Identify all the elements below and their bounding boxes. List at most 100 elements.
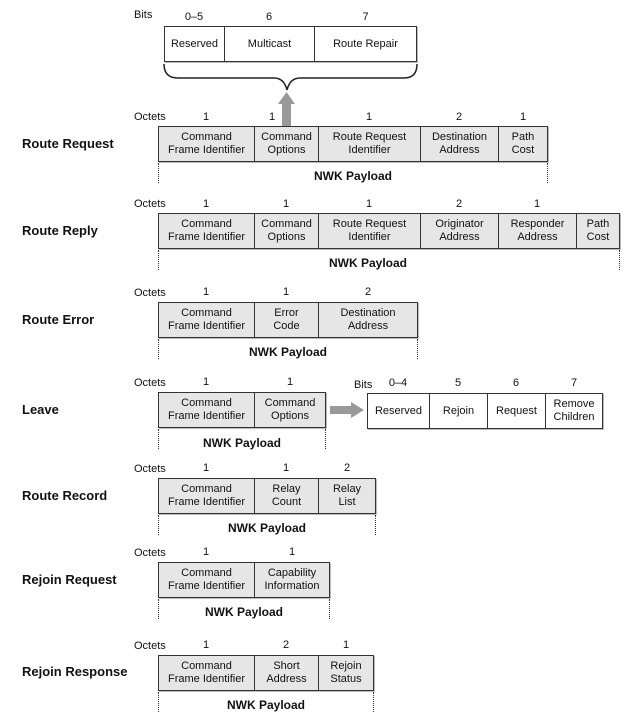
bit-field-reserved: Reserved xyxy=(164,26,224,62)
leave-bits-field-row: Reserved Rejoin Request Remove Children xyxy=(367,393,603,429)
octet-count: 1 xyxy=(365,198,373,210)
arrow-head xyxy=(351,402,364,418)
octet-count: 1 xyxy=(365,111,373,123)
frame-title-leave: Leave xyxy=(22,402,59,417)
field-path-cost: Path Cost xyxy=(498,126,548,162)
payload-boundary-left xyxy=(158,339,159,359)
payload-boundary-left xyxy=(158,429,159,449)
top-bits-field-row: Reserved Multicast Route Repair xyxy=(164,26,417,62)
field-command-options: Command Options xyxy=(254,213,318,249)
octets-label: Octets xyxy=(134,198,166,210)
payload-boundary-right xyxy=(417,339,418,359)
route-reply-field-row: Command Frame Identifier Command Options… xyxy=(158,213,620,249)
route-error-field-row: Command Frame Identifier Error Code Dest… xyxy=(158,302,418,338)
arrow-shaft xyxy=(282,103,291,128)
bit-field-multicast: Multicast xyxy=(224,26,314,62)
nwk-payload-label: NWK Payload xyxy=(202,436,281,450)
octet-count: 2 xyxy=(282,639,290,651)
octet-count: 1 xyxy=(202,376,210,388)
payload-boundary-right xyxy=(619,250,620,270)
payload-boundary-right xyxy=(325,429,326,449)
payload-boundary-left xyxy=(158,515,159,535)
nwk-payload-label: NWK Payload xyxy=(313,169,392,183)
arrow-head xyxy=(278,92,295,104)
bit-number: 7 xyxy=(570,377,578,389)
field-route-request-identifier: Route Request Identifier xyxy=(318,126,420,162)
nwk-payload-label: NWK Payload xyxy=(248,345,327,359)
field-command-frame-identifier: Command Frame Identifier xyxy=(158,562,254,598)
octet-count: 2 xyxy=(364,286,372,298)
octet-count: 2 xyxy=(455,198,463,210)
octet-count: 1 xyxy=(533,198,541,210)
payload-boundary-right xyxy=(373,692,374,712)
bit-number: 7 xyxy=(362,11,369,23)
payload-boundary-left xyxy=(158,163,159,183)
nwk-payload-label: NWK Payload xyxy=(328,256,407,270)
field-relay-list: Relay List xyxy=(318,478,376,514)
octets-label: Octets xyxy=(134,377,166,389)
octet-count: 2 xyxy=(455,111,463,123)
octet-count: 1 xyxy=(282,286,290,298)
field-responder-address: Responder Address xyxy=(498,213,576,249)
payload-boundary-left xyxy=(158,250,159,270)
arrow-shaft xyxy=(330,406,352,414)
octet-count: 1 xyxy=(286,376,294,388)
nwk-payload-label: NWK Payload xyxy=(226,698,305,712)
octet-count: 1 xyxy=(202,198,210,210)
octet-count: 1 xyxy=(282,462,290,474)
octet-count: 1 xyxy=(288,546,296,558)
field-command-frame-identifier: Command Frame Identifier xyxy=(158,126,254,162)
octet-count: 1 xyxy=(342,639,350,651)
leave-field-row: Command Frame Identifier Command Options xyxy=(158,392,326,428)
frame-title-route-request: Route Request xyxy=(22,136,114,151)
field-rejoin-status: Rejoin Status xyxy=(318,655,374,691)
top-bits-label: Bits xyxy=(134,9,153,21)
bit-number: 5 xyxy=(454,377,462,389)
octets-label: Octets xyxy=(134,640,166,652)
field-command-frame-identifier: Command Frame Identifier xyxy=(158,478,254,514)
field-destination-address: Destination Address xyxy=(420,126,498,162)
rejoin-response-field-row: Command Frame Identifier Short Address R… xyxy=(158,655,374,691)
leave-bits-label: Bits xyxy=(354,379,373,391)
field-path-cost: Path Cost xyxy=(576,213,620,249)
bit-field-request: Request xyxy=(487,393,545,429)
route-request-field-row: Command Frame Identifier Command Options… xyxy=(158,126,548,162)
octet-count: 1 xyxy=(202,462,210,474)
field-command-options: Command Options xyxy=(254,126,318,162)
octet-count: 1 xyxy=(519,111,527,123)
rejoin-request-field-row: Command Frame Identifier Capability Info… xyxy=(158,562,330,598)
payload-boundary-right xyxy=(329,599,330,619)
bit-number: 6 xyxy=(512,377,520,389)
field-command-frame-identifier: Command Frame Identifier xyxy=(158,213,254,249)
octet-count: 1 xyxy=(268,111,276,123)
frame-title-route-record: Route Record xyxy=(22,488,108,503)
octets-label: Octets xyxy=(134,287,166,299)
field-route-request-identifier: Route Request Identifier xyxy=(318,213,420,249)
bit-field-rejoin: Rejoin xyxy=(429,393,487,429)
curly-brace xyxy=(163,63,418,91)
frame-title-rejoin-request: Rejoin Request xyxy=(22,572,117,587)
payload-boundary-right xyxy=(547,163,548,183)
route-record-field-row: Command Frame Identifier Relay Count Rel… xyxy=(158,478,376,514)
octet-count: 1 xyxy=(282,198,290,210)
bit-field-route-repair: Route Repair xyxy=(314,26,417,62)
octets-label: Octets xyxy=(134,463,166,475)
octet-count: 2 xyxy=(343,462,351,474)
bit-field-remove-children: Remove Children xyxy=(545,393,603,429)
nwk-payload-label: NWK Payload xyxy=(227,521,306,535)
bit-field-reserved: Reserved xyxy=(367,393,429,429)
field-short-address: Short Address xyxy=(254,655,318,691)
octet-count: 1 xyxy=(202,286,210,298)
field-capability-information: Capability Information xyxy=(254,562,330,598)
payload-boundary-right xyxy=(375,515,376,535)
field-command-frame-identifier: Command Frame Identifier xyxy=(158,392,254,428)
field-command-frame-identifier: Command Frame Identifier xyxy=(158,655,254,691)
frame-title-route-error: Route Error xyxy=(22,312,95,327)
brace-arrow-graphic xyxy=(163,63,418,128)
field-destination-address: Destination Address xyxy=(318,302,418,338)
field-originator-address: Originator Address xyxy=(420,213,498,249)
field-command-frame-identifier: Command Frame Identifier xyxy=(158,302,254,338)
field-error-code: Error Code xyxy=(254,302,318,338)
nwk-payload-label: NWK Payload xyxy=(204,605,283,619)
octets-label: Octets xyxy=(134,547,166,559)
